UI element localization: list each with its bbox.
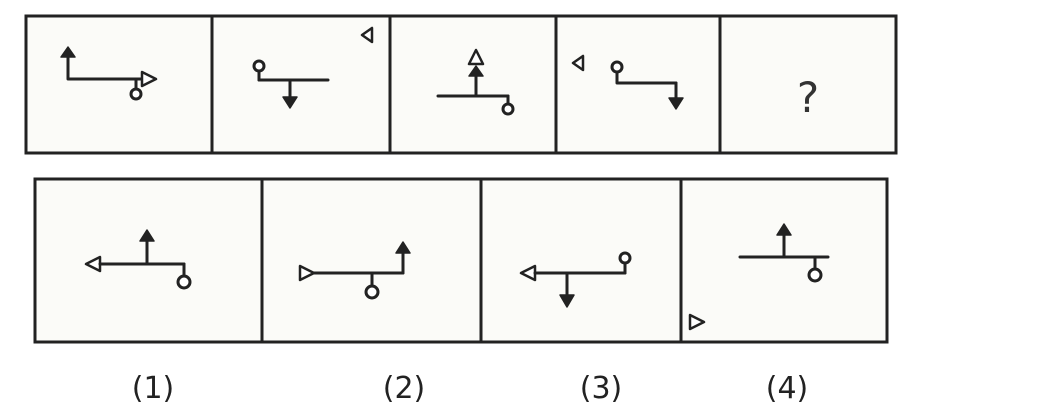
triangle-marker-icon [467,48,485,66]
option-label-1: (1) [132,371,175,406]
arrow-down-icon [668,97,684,110]
answer-row: (1) (2) (3) (4) [33,177,889,406]
option-label-4: (4) [766,371,809,406]
figure-line [615,70,678,85]
figure-line [66,54,144,81]
option-label-3: (3) [580,371,623,406]
question-row: ? [24,14,898,155]
arrow-down-icon [559,294,575,308]
question-figure-4 [571,54,684,110]
circle-marker-icon [129,87,143,101]
answer-option-2[interactable] [298,241,411,300]
circle-marker-icon [176,274,192,290]
answer-row-frame [33,177,889,344]
question-figure-1 [60,46,158,101]
circle-marker-icon [501,102,515,116]
answer-option-3[interactable] [519,251,632,308]
triangle-marker-icon [571,54,585,72]
arrow-up-icon [776,223,792,236]
question-figure-3 [436,48,515,116]
triangle-marker-icon [688,313,706,331]
circle-marker-icon [807,267,823,283]
answer-option-1[interactable] [84,229,192,290]
triangle-marker-icon [360,26,374,44]
question-mark: ? [797,73,819,122]
answer-option-4[interactable] [688,223,830,331]
arrow-up-icon [395,241,411,254]
arrow-up-icon [60,46,76,58]
question-row-frame [24,14,898,155]
question-figure-2 [252,26,374,109]
circle-marker-icon [364,284,380,300]
triangle-marker-icon [140,70,158,88]
circle-marker-icon [618,251,632,265]
arrow-up-icon [139,229,155,242]
arrow-down-icon [282,96,298,109]
triangle-marker-icon [298,264,316,282]
option-label-2: (2) [383,371,426,406]
